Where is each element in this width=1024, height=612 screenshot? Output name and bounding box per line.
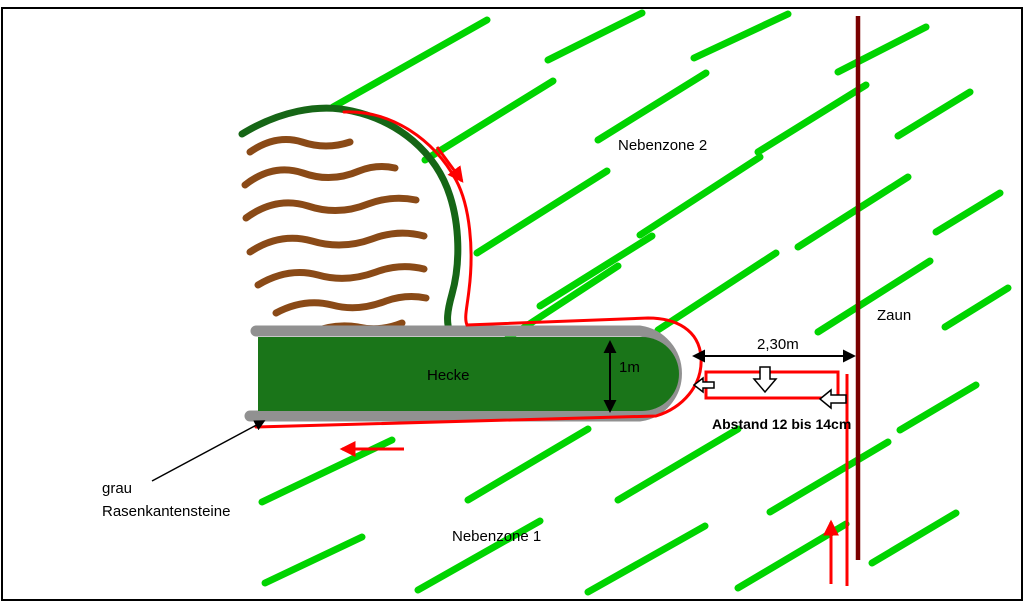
lawn-stripe: [654, 249, 780, 334]
lawn-stripe: [868, 509, 960, 567]
lawn-stripe: [690, 10, 792, 62]
hedge: [258, 337, 679, 411]
label-distance-230m: 2,30m: [757, 336, 799, 353]
lawn-stripe: [932, 189, 1004, 236]
lawn-stripe: [754, 81, 870, 156]
label-1m: 1m: [619, 359, 640, 376]
lawn-stripe: [536, 232, 656, 310]
drawing-border: [1, 7, 1023, 601]
soil-stroke: [246, 229, 428, 256]
lawn-stripe: [794, 173, 912, 251]
label-zaun: Zaun: [877, 307, 911, 324]
soil-stroke: [242, 194, 420, 222]
lawn-stripe: [414, 517, 544, 594]
label-hecke: Hecke: [427, 367, 470, 384]
lawn-stripe: [814, 257, 934, 336]
lawn-stripe: [594, 69, 710, 144]
lawn-stripe: [329, 16, 491, 111]
lawn-stripe: [473, 167, 611, 257]
lawn-stripe: [896, 381, 980, 434]
edging-pointer-arrow: [151, 420, 266, 482]
lawn-stripe: [894, 88, 974, 140]
lawn-stripe: [584, 522, 709, 596]
block-arrow-down-icon: [752, 366, 778, 394]
boundary-wire: [254, 110, 703, 429]
block-arrow-left-small-icon: [692, 376, 715, 394]
lawn-stripe: [636, 153, 764, 239]
label-nebenzone-2: Nebenzone 2: [618, 137, 707, 154]
direction-arrow-down-icon: [435, 146, 464, 183]
soil-stroke: [254, 263, 428, 289]
block-arrow-left-icon: [818, 388, 847, 410]
lawn-stripe: [544, 9, 646, 64]
lawn-stripe: [834, 23, 930, 76]
lawn-stripe: [766, 438, 892, 516]
soil-stroke: [246, 136, 354, 156]
flower-bed-border: [238, 104, 462, 337]
label-grau: grau: [102, 480, 132, 497]
lawn-stripe: [421, 77, 557, 164]
label-nebenzone-1: Nebenzone 1: [452, 528, 541, 545]
flower-bed-soil: [241, 136, 430, 337]
lawn-stripe: [261, 533, 366, 587]
lawn-stripe: [464, 425, 592, 504]
wire-loop-rectangle: [704, 370, 840, 400]
soil-stroke: [241, 163, 399, 189]
lawn-stripe: [941, 284, 1012, 331]
label-rasenkantensteine: Rasenkantensteine: [102, 503, 230, 520]
soil-stroke: [272, 293, 430, 317]
lawn-stripe: [614, 425, 742, 504]
label-abstand: Abstand 12 bis 14cm: [712, 416, 851, 432]
